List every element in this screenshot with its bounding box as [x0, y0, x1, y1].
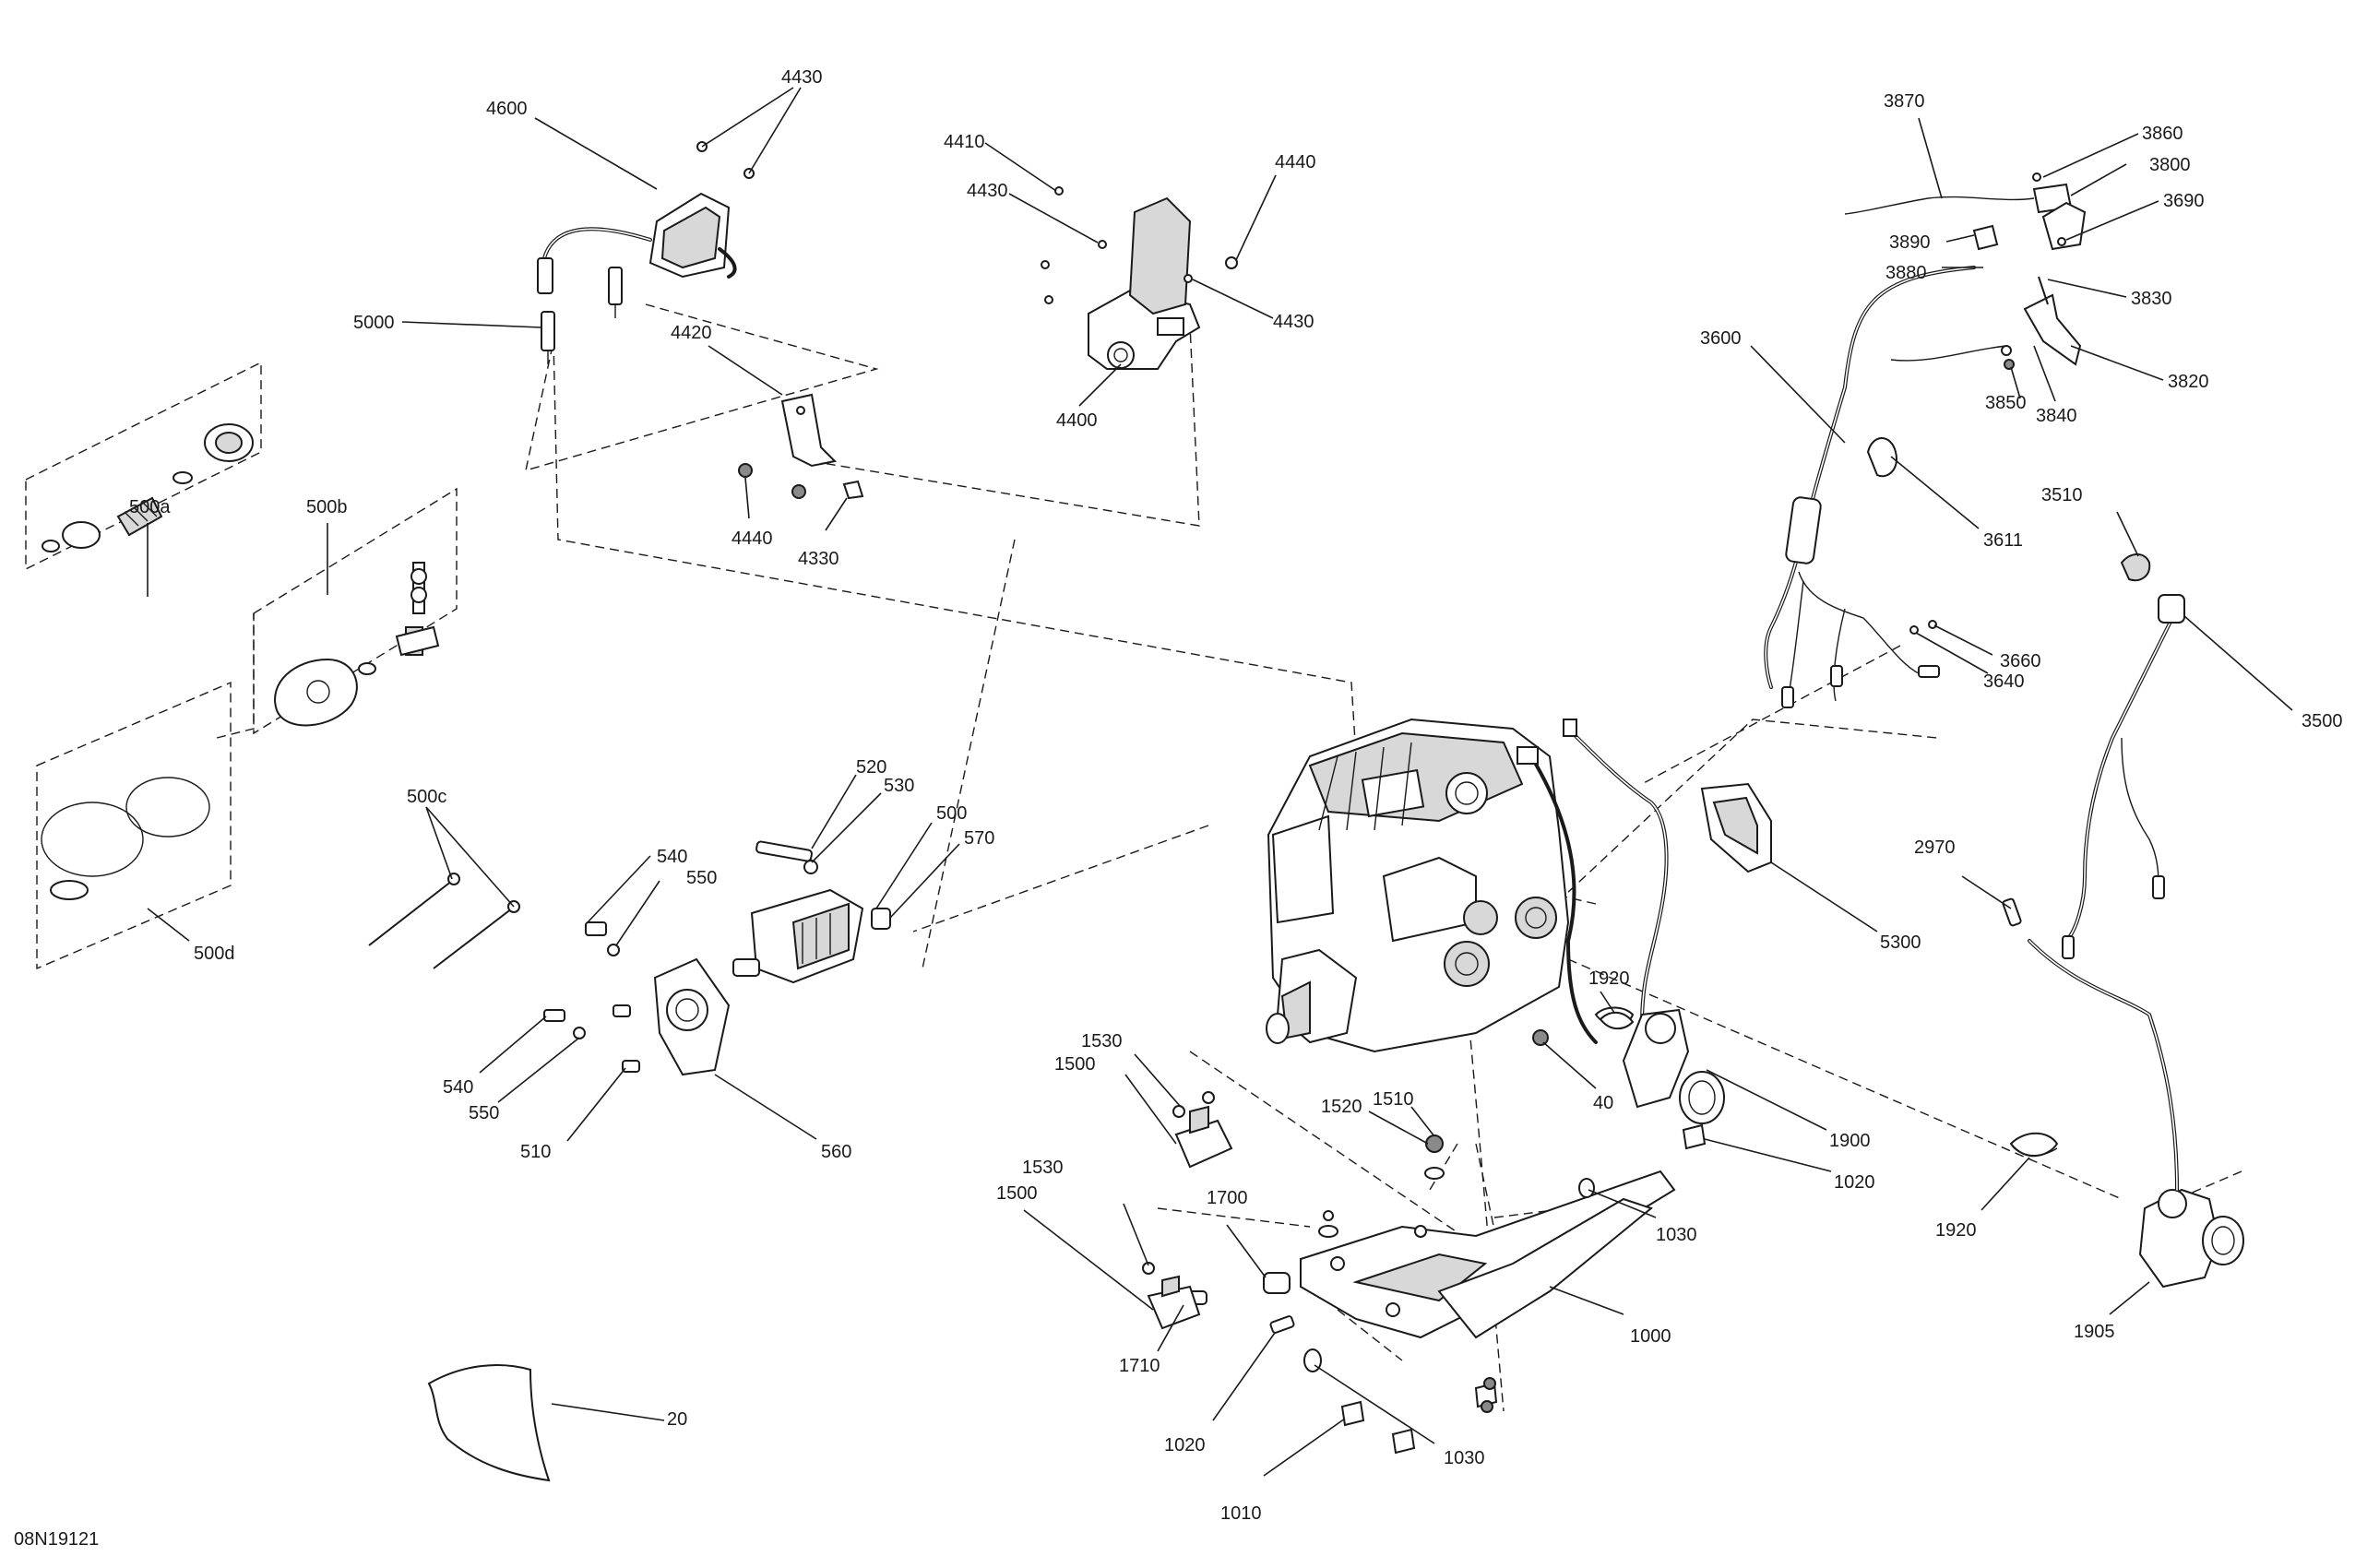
callout-label: 3600: [1700, 328, 1742, 349]
leader-lines: [147, 87, 2293, 1477]
coil-bracket: [738, 393, 864, 500]
rubber-mounts: [1142, 1091, 1445, 1330]
callout-label: 560: [821, 1142, 851, 1162]
callout-label: 1010: [1220, 1503, 1262, 1524]
kit-500b-outline: [253, 487, 458, 735]
callout-label: 3660: [2000, 651, 2041, 671]
air-intake-adaptor: [1700, 782, 1772, 873]
callout-label: 3640: [1983, 671, 2025, 692]
callout-label: 500c: [407, 787, 446, 807]
callout-label: 3800: [2149, 155, 2191, 175]
callout-label: 3840: [2036, 406, 2077, 426]
callout-label: 5300: [1880, 932, 1921, 953]
callout-label: 20: [667, 1409, 687, 1430]
callout-label: 3820: [2168, 372, 2209, 392]
hand-warmer-switch: [1866, 437, 2151, 581]
throttle-lever: [2023, 293, 2082, 366]
callout-label: 540: [443, 1077, 473, 1098]
callout-label: 3850: [1985, 393, 2027, 413]
callout-label: 1000: [1630, 1326, 1671, 1347]
callout-label: 1030: [1444, 1448, 1485, 1468]
callout-label: 4440: [732, 529, 773, 549]
ignition-coil-assembly: [537, 141, 755, 364]
callout-label: 4440: [1275, 152, 1316, 172]
callout-label: 500b: [306, 497, 348, 517]
kit-500b-side: [216, 613, 255, 739]
callout-label: 1500: [996, 1183, 1038, 1204]
throttle-cable: [1764, 266, 1976, 708]
kit-boundaries: [25, 361, 458, 970]
callout-label: 4400: [1056, 410, 1098, 431]
callout-label: 1905: [2074, 1322, 2115, 1342]
carburetor-front: [1594, 1006, 1725, 1124]
callout-label: 1500: [1054, 1054, 1096, 1075]
callout-label: 4430: [781, 67, 823, 88]
callout-label: 1530: [1081, 1031, 1123, 1051]
callout-label: 1530: [1022, 1158, 1064, 1178]
decal: [427, 1364, 551, 1482]
kit-500d-outline: [36, 681, 232, 970]
callout-label: 520: [856, 757, 886, 778]
engine-block: [1266, 718, 1570, 1053]
clamps: [1532, 1011, 1635, 1046]
callout-label: 4420: [671, 323, 712, 343]
callout-label: 5000: [353, 313, 395, 333]
callout-labels: 4430 4600 5000 4420 4440 4330 4410 4430 …: [129, 67, 2343, 1524]
callout-label: 3690: [2163, 191, 2205, 211]
callout-label: 4330: [798, 549, 839, 569]
callout-label: 1920: [1588, 968, 1630, 989]
rewind-starter-kit: [42, 423, 254, 552]
callout-label: 4600: [486, 99, 528, 119]
ecu-bracket: [1041, 186, 1238, 370]
callout-label: 3880: [1885, 263, 1927, 283]
callout-label: 1510: [1373, 1089, 1414, 1110]
callout-label: 4430: [967, 181, 1008, 201]
callout-label: 500d: [194, 944, 235, 964]
engine-mount-frame: [1180, 1170, 1676, 1339]
assembly-lines: [525, 303, 2242, 1412]
callout-label: 4430: [1273, 312, 1314, 332]
callout-label: 550: [469, 1103, 499, 1123]
callout-label: 4410: [944, 132, 985, 152]
callout-label: 1520: [1321, 1097, 1362, 1117]
callout-label: 530: [884, 776, 914, 796]
callout-label: 550: [686, 868, 717, 888]
callout-label: 510: [520, 1142, 551, 1162]
kit-500a-outline: [25, 361, 262, 571]
starter-motor-assembly: [543, 840, 891, 1076]
callout-label: 1020: [1834, 1172, 1875, 1193]
callout-label: 1700: [1207, 1188, 1248, 1208]
misc-fasteners-3600: [1909, 620, 1937, 635]
callout-label: 540: [657, 847, 687, 867]
engine-harness: [1517, 719, 1669, 1044]
callout-label: 500a: [129, 497, 171, 517]
oil-pump-kit: [274, 562, 440, 727]
callout-label: 1710: [1119, 1356, 1160, 1376]
throttle-lever-assembly: [1844, 172, 2087, 370]
callout-label: 3500: [2302, 711, 2343, 731]
callout-label: 3870: [1884, 91, 1925, 112]
callout-label: 1020: [1164, 1435, 1206, 1455]
callout-label: 1920: [1935, 1220, 1977, 1241]
spark-plug: [541, 311, 555, 351]
callout-label: 500: [936, 803, 967, 824]
throttle-cable-rear: [2002, 594, 2185, 1192]
callout-label: 3611: [1983, 530, 2023, 551]
figure-id: 08N19121: [14, 1529, 99, 1550]
callout-label: 3860: [2142, 124, 2183, 144]
callout-label: 3890: [1889, 232, 1931, 253]
callout-label: 1900: [1829, 1131, 1871, 1151]
callout-label: 1030: [1656, 1225, 1697, 1245]
callout-label: 570: [964, 828, 994, 849]
callout-label: 40: [1593, 1093, 1613, 1113]
callout-label: 3510: [2041, 485, 2083, 505]
callout-label: 2970: [1914, 837, 1956, 858]
carburetor-rear: [2009, 1132, 2244, 1289]
callout-label: 3830: [2131, 289, 2172, 309]
gasket-kit: [41, 777, 210, 900]
